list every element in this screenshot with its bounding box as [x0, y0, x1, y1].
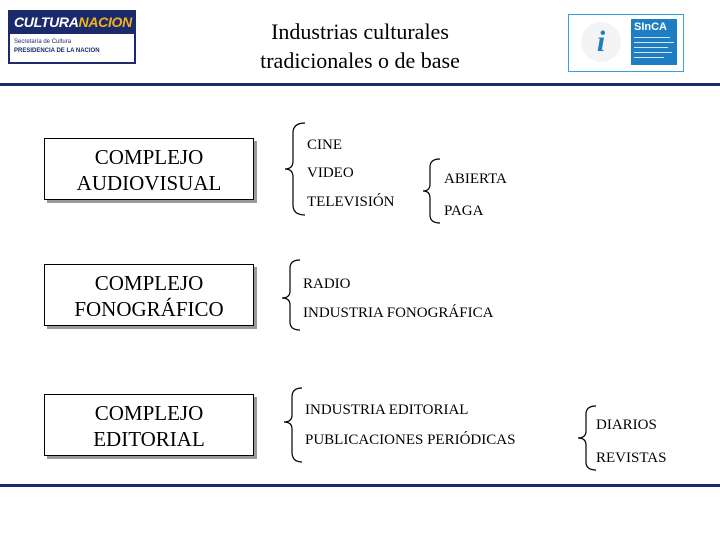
badge-line — [634, 57, 664, 58]
sub-item-label: ABIERTA — [444, 171, 507, 187]
item-label: INDUSTRIA EDITORIAL — [305, 402, 469, 418]
bracket-fonografico — [281, 259, 301, 331]
complex-box-editorial: COMPLEJO EDITORIAL — [44, 394, 254, 456]
item-label: CINE — [307, 137, 342, 153]
badge-line — [634, 37, 670, 38]
item-label: RADIO — [303, 276, 351, 292]
page-title: Industrias culturales tradicionales o de… — [200, 17, 520, 75]
info-icon: i — [596, 25, 606, 58]
logo-word-b: NACION — [78, 14, 133, 30]
item-label: INDUSTRIA FONOGRÁFICA — [303, 305, 494, 321]
info-circle — [581, 22, 621, 62]
sinca-badge: SInCA — [631, 19, 677, 65]
complex-title-line-2: EDITORIAL — [93, 427, 205, 451]
bracket-periodicas — [577, 405, 597, 471]
bracket-television — [422, 158, 441, 224]
sinca-logo: i SInCA — [568, 14, 684, 72]
sinca-name: SInCA — [634, 21, 667, 33]
complex-title-line-1: COMPLEJO — [94, 401, 204, 425]
complex-title-line-1: COMPLEJO — [94, 145, 204, 169]
badge-line — [634, 52, 672, 53]
bracket-editorial — [283, 387, 303, 463]
logo-line-1: Secretaría de Cultura — [14, 39, 72, 45]
logo-line-2: PRESIDENCIA DE LA NACION — [14, 48, 100, 54]
complex-box-audiovisual: COMPLEJO AUDIOVISUAL — [44, 138, 254, 200]
footer-divider — [0, 484, 720, 487]
logo-band — [10, 12, 134, 34]
logo-word-a: CULTURA — [14, 14, 79, 30]
sub-item-label: REVISTAS — [596, 450, 667, 466]
badge-line — [634, 42, 674, 43]
badge-line — [634, 47, 668, 48]
header-divider — [0, 83, 720, 86]
complex-title-line-1: COMPLEJO — [94, 271, 204, 295]
item-label: TELEVISIÓN — [307, 194, 395, 210]
complex-title-line-2: AUDIOVISUAL — [76, 171, 222, 195]
item-label: VIDEO — [307, 165, 354, 181]
title-line-2: tradicionales o de base — [260, 48, 460, 73]
complex-title-line-2: FONOGRÁFICO — [74, 297, 224, 321]
sub-item-label: DIARIOS — [596, 417, 657, 433]
sub-item-label: PAGA — [444, 203, 484, 219]
title-line-1: Industrias culturales — [271, 19, 449, 44]
bracket-audiovisual — [284, 122, 306, 216]
complex-box-fonografico: COMPLEJO FONOGRÁFICO — [44, 264, 254, 326]
cultura-nacion-logo: CULTURANACION Secretaría de Cultura PRES… — [8, 10, 136, 64]
item-label: PUBLICACIONES PERIÓDICAS — [305, 432, 516, 448]
logo-wordmark: CULTURANACION — [14, 14, 132, 30]
